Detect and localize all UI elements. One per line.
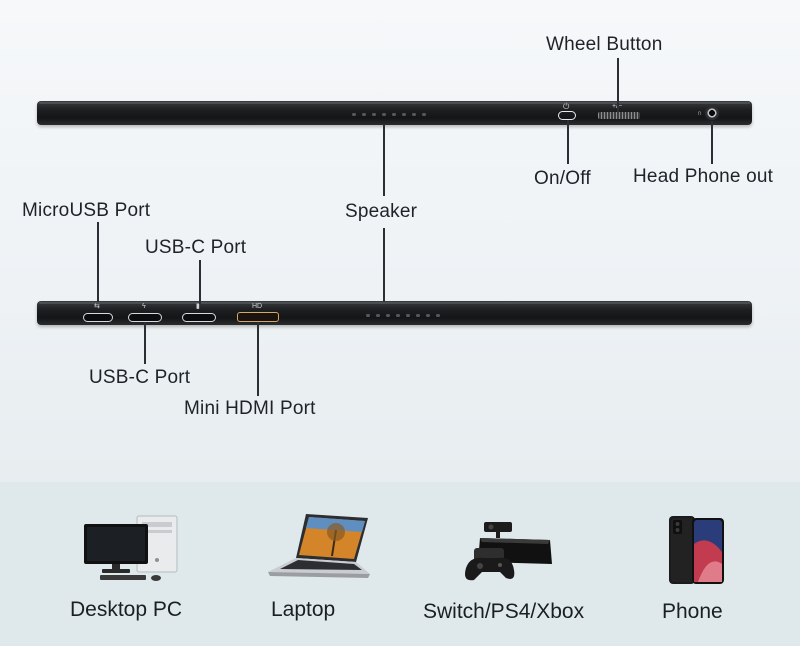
speaker-leader-top [383,124,385,196]
hdmi-mark: HD [252,303,263,310]
desktop-pc-icon [84,515,178,581]
power-button [558,111,576,120]
power-symbol-icon: ⏻ [563,102,570,111]
device-label-laptop: Laptop [271,598,336,621]
game-console-icon [465,522,552,581]
usbc-port-lower-slot [128,313,162,322]
phone-icon [669,516,724,584]
microusb-leader [97,222,99,302]
headphone-jack [705,106,719,120]
wheel-button [598,112,640,119]
usb-symbol-icon: ⇆ [94,303,100,310]
usbc-lower-leader [144,322,146,364]
wheel-button-leader [617,58,619,112]
laptop-icon [268,514,370,578]
speaker-leader-bottom [383,228,385,302]
display-symbol-icon: ▮ [196,303,200,310]
microusb-port [83,313,113,322]
device-label-phone: Phone [662,600,723,623]
usbc-port-upper-slot [182,313,216,322]
lightning-symbol-icon: ϟ [142,303,146,310]
usbc-upper-leader [199,260,201,304]
headphone-out-label: Head Phone out [633,166,774,187]
speaker-grille-side [366,314,440,317]
on-off-label: On/Off [534,168,591,189]
speaker-grille-top [352,113,426,116]
device-label-desktop-pc: Desktop PC [70,598,183,621]
usbc-port-upper-label: USB-C Port [145,237,247,258]
usbc-port-lower-label: USB-C Port [89,367,191,388]
device-label-consoles: Switch/PS4/Xbox [423,600,585,623]
diagram-area [0,0,800,482]
headphone-leader [711,121,713,164]
hdmi-leader [257,322,259,396]
headphone-mark-icon: ∩ [697,110,703,117]
microusb-port-label: MicroUSB Port [22,200,151,221]
speaker-label: Speaker [345,201,418,222]
mini-hdmi-port [237,312,279,322]
mini-hdmi-port-label: Mini HDMI Port [184,398,316,419]
wheel-button-label: Wheel Button [546,34,663,55]
on-off-leader [567,120,569,164]
